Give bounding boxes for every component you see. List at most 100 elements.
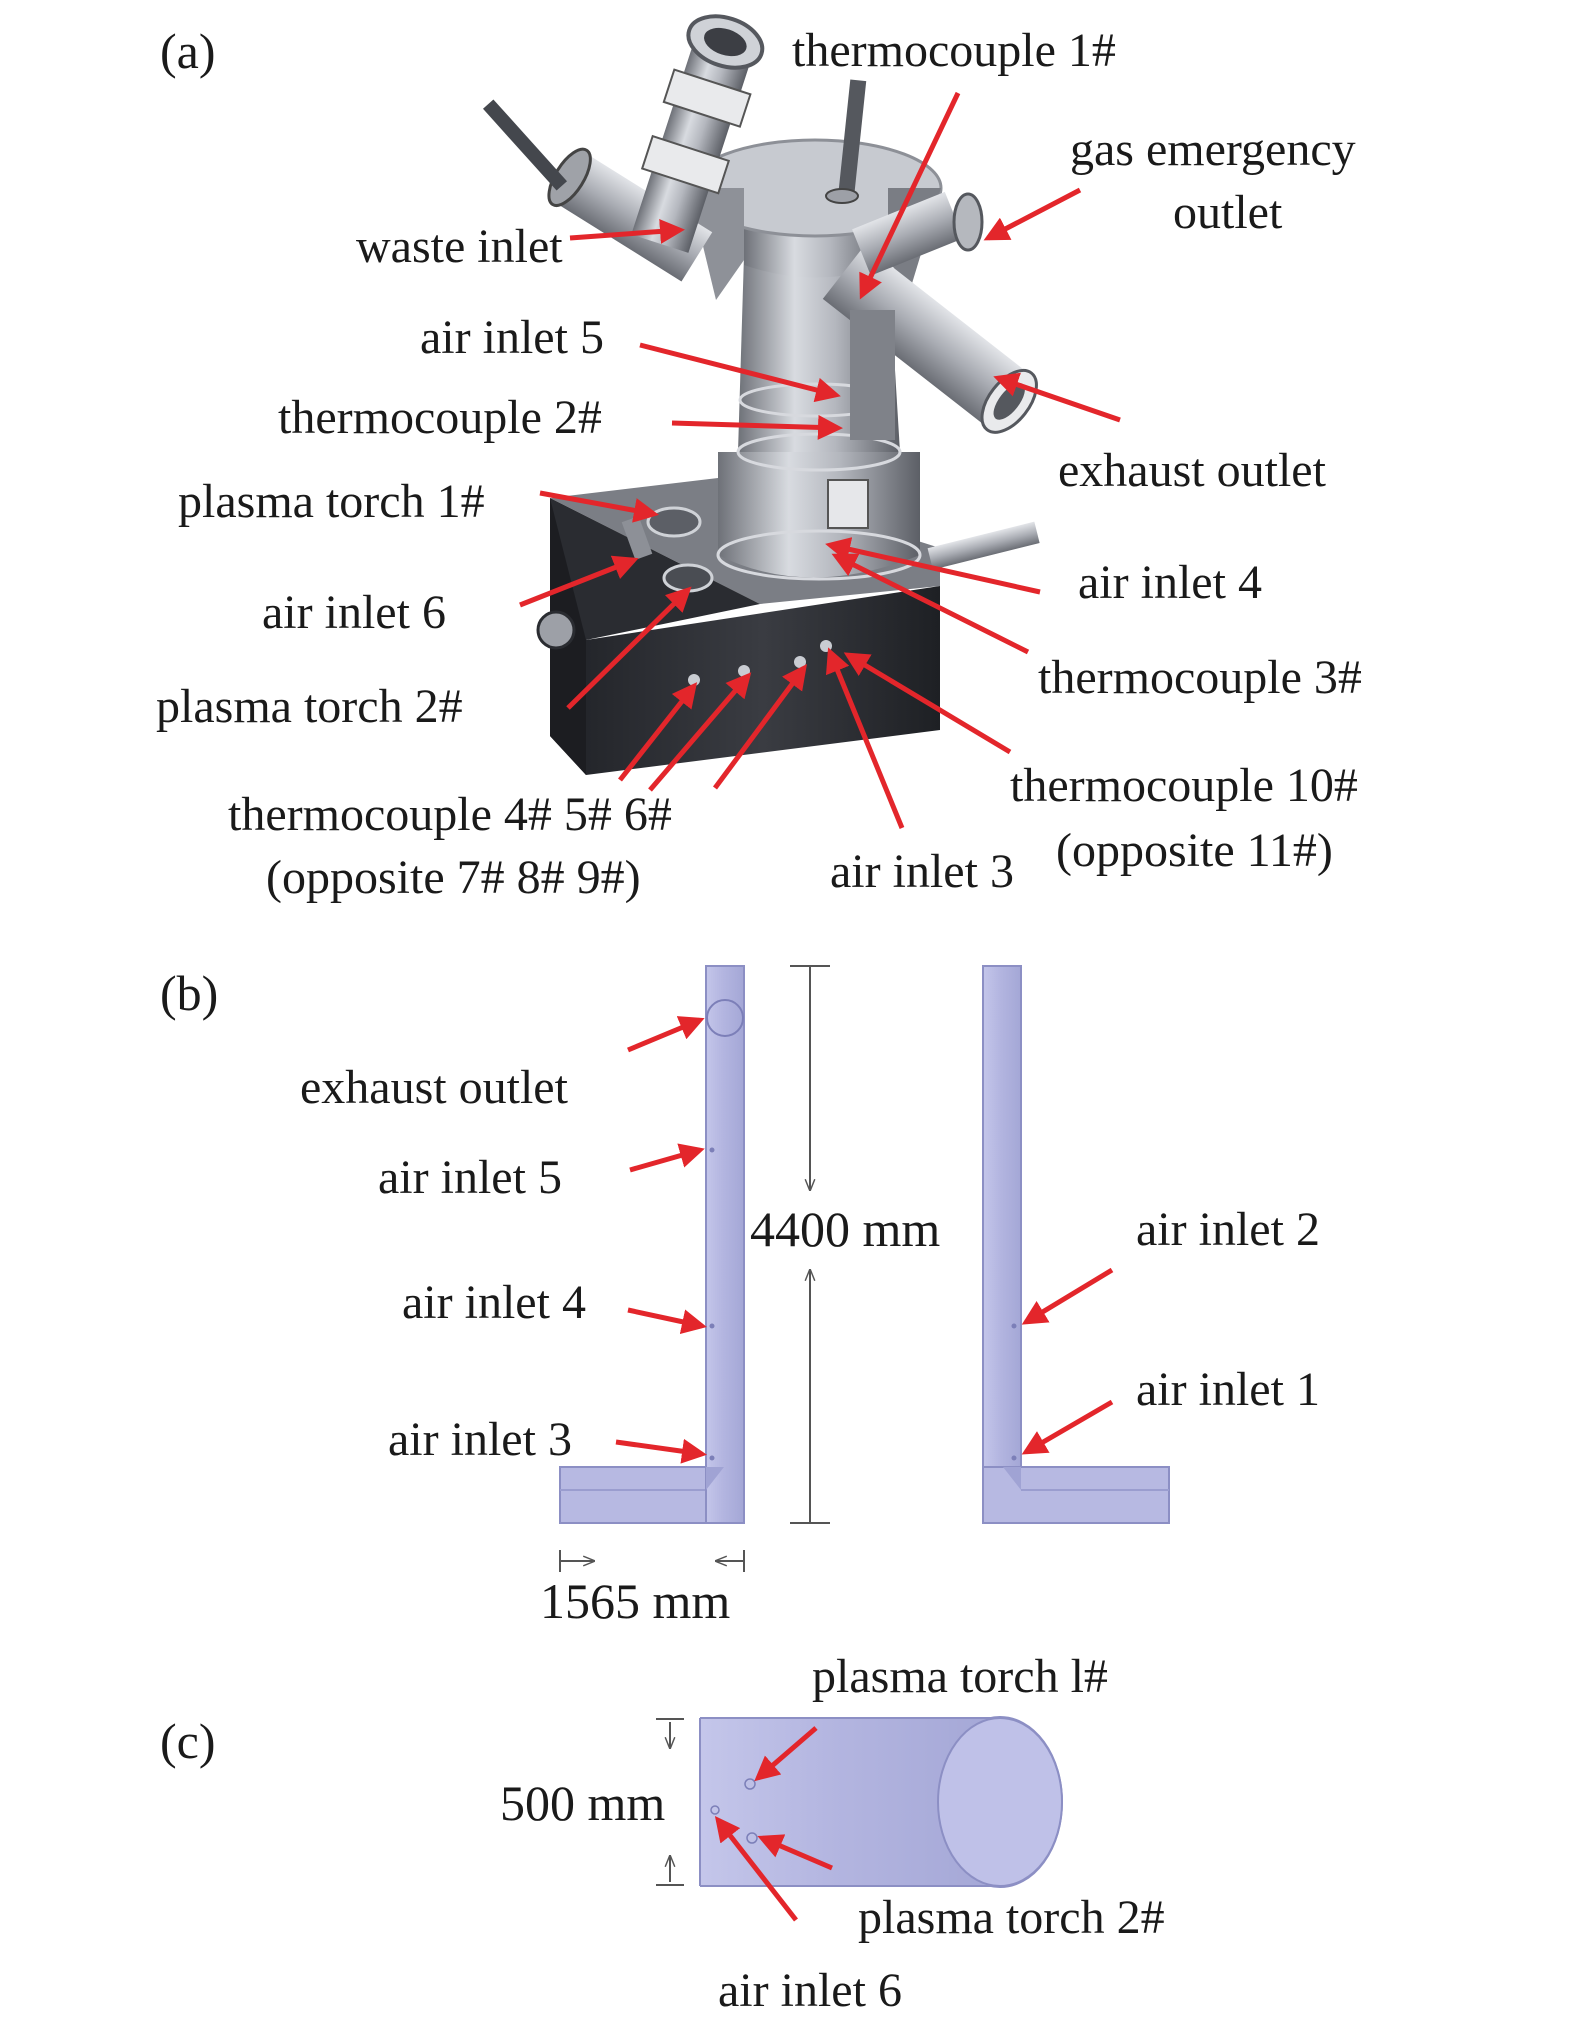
panel-a-labels: thermocouple 1# gas emergency outlet was…: [156, 24, 1362, 904]
arrow-c-torch-1: [754, 1726, 818, 1782]
arrow-b-air-inlet-4: [627, 1307, 707, 1334]
cylinder-top-view: [699, 1716, 1063, 1888]
air-inlet-4-pipe: [927, 521, 1040, 570]
label-plasma-torch-2-c: plasma torch 2#: [858, 1891, 1165, 1944]
arrow-b-exhaust: [627, 1016, 705, 1053]
inlet-dots-right: [1011, 1323, 1017, 1461]
thermocouple-1-port: [825, 188, 859, 204]
label-air-inlet-5-a: air inlet 5: [420, 311, 604, 364]
feeder-hopper-hole: [704, 27, 747, 57]
label-plasma-torch-1-c: plasma torch l#: [812, 1650, 1108, 1703]
arrow-b-air-inlet-3: [615, 1438, 707, 1464]
lower-cylinder: [718, 452, 920, 578]
right-vertical-pipe: [982, 965, 1022, 1524]
elbow-pipe: [850, 310, 895, 440]
dim-width-label: 1565 mm: [540, 1573, 730, 1629]
side-port: [536, 610, 576, 650]
pipe-joint-right: [1003, 1467, 1021, 1490]
dim-diameter-label: 500 mm: [500, 1775, 665, 1831]
arrow-exhaust-outlet: [993, 372, 1121, 423]
dimension-1565: [559, 1550, 745, 1572]
viewport: [827, 479, 869, 529]
upper-cone: [689, 188, 744, 300]
arrow-waste-inlet: [569, 218, 685, 244]
label-thermocouple-3: thermocouple 3#: [1038, 651, 1362, 704]
panel-c-tag: (c): [160, 1713, 216, 1769]
arrow-c-torch-2: [757, 1834, 833, 1871]
panel-b-arrows: [615, 1016, 1114, 1464]
arrow-plasma-torch-2: [566, 586, 692, 710]
panel-c-labels: plasma torch l# plasma torch 2# air inle…: [718, 1650, 1165, 2017]
arrow-b-air-inlet-1: [1021, 1399, 1114, 1455]
label-air-inlet-2-b: air inlet 2: [1136, 1203, 1320, 1256]
arrow-thermocouple-4: [618, 682, 698, 782]
label-thermocouple-1: thermocouple 1#: [792, 24, 1116, 77]
exhaust-outlet-circle: [706, 999, 744, 1037]
arrow-thermocouple-6: [712, 663, 807, 790]
arrow-thermocouple-10: [843, 652, 1012, 755]
panel-a-arrows: [519, 91, 1121, 829]
lower-flange: [716, 529, 922, 581]
air-inlet-6-stub: [621, 516, 653, 560]
panel-b-labels: exhaust outlet air inlet 5 air inlet 4 a…: [300, 1061, 1320, 1466]
label-opposite-11: (opposite 11#): [1056, 824, 1333, 877]
arrow-c-air-inlet-6: [714, 1816, 798, 1922]
label-gas-emergency-2: outlet: [1173, 186, 1283, 239]
reactor-3d-model: [482, 14, 1040, 775]
panel-b-tag: (b): [160, 965, 218, 1021]
torch-ports: [710, 1778, 758, 1844]
dim-height-label: 4400 mm: [750, 1201, 940, 1257]
label-plasma-torch-2-a: plasma torch 2#: [156, 680, 463, 733]
arrow-b-air-inlet-5: [629, 1143, 705, 1173]
waste-inlet-body: [554, 152, 713, 282]
pipe-joint: [706, 1467, 724, 1490]
side-view-right: [982, 965, 1170, 1524]
cylinder-end: [937, 1717, 1063, 1887]
feeder-column: [631, 14, 765, 253]
arrow-thermocouple-5: [648, 672, 752, 792]
label-air-inlet-5-b: air inlet 5: [378, 1151, 562, 1204]
arrow-plasma-torch-1: [539, 490, 659, 523]
cylinder-outline: [699, 1717, 1000, 1887]
arrow-air-inlet-4: [825, 537, 1041, 595]
plasma-torch-1-port: [646, 506, 702, 538]
arrow-air-inlet-6: [519, 555, 639, 608]
label-exhaust-outlet-b: exhaust outlet: [300, 1061, 569, 1114]
gas-emergency-flange: [952, 192, 984, 252]
label-waste-inlet: waste inlet: [356, 220, 563, 273]
arrow-air-inlet-5: [639, 342, 841, 403]
feeder-valve-2: [640, 134, 731, 195]
waste-inlet-rod: [482, 99, 568, 191]
dimension-500: [656, 1718, 684, 1886]
label-gas-emergency-1: gas emergency: [1070, 123, 1356, 176]
arrow-b-air-inlet-2: [1021, 1267, 1114, 1325]
inlet-dots-left: [709, 1147, 715, 1461]
label-thermocouple-10: thermocouple 10#: [1010, 759, 1358, 812]
left-vertical-pipe: [705, 965, 745, 1524]
label-air-inlet-4-b: air inlet 4: [402, 1276, 586, 1329]
label-opposite-789: (opposite 7# 8# 9#): [266, 851, 641, 904]
label-thermocouple-2: thermocouple 2#: [278, 391, 602, 444]
side-view-left: [559, 965, 745, 1524]
label-thermocouple-456: thermocouple 4# 5# 6#: [228, 788, 672, 841]
arrow-thermocouple-2: [671, 414, 843, 440]
thermocouple-1-rod: [837, 79, 867, 201]
waste-inlet-flange: [547, 147, 592, 207]
arrow-thermocouple-3: [831, 553, 1030, 655]
panel-c-arrows: [714, 1726, 833, 1922]
arrow-thermocouple-1: [859, 91, 961, 300]
label-air-inlet-4-a: air inlet 4: [1078, 556, 1262, 609]
dimension-4400: [790, 965, 830, 1524]
label-air-inlet-1-b: air inlet 1: [1136, 1363, 1320, 1416]
box-left-face: [550, 498, 760, 775]
plasma-torch-2-port: [662, 563, 714, 593]
label-exhaust-outlet-a: exhaust outlet: [1058, 444, 1327, 497]
label-air-inlet-6-a: air inlet 6: [262, 586, 446, 639]
panel-a-tag: (a): [160, 23, 216, 79]
label-air-inlet-3-a: air inlet 3: [830, 845, 1014, 898]
arrow-air-inlet-3: [826, 647, 905, 829]
label-air-inlet-6-c: air inlet 6: [718, 1964, 902, 2017]
label-plasma-torch-1-a: plasma torch 1#: [178, 475, 485, 528]
